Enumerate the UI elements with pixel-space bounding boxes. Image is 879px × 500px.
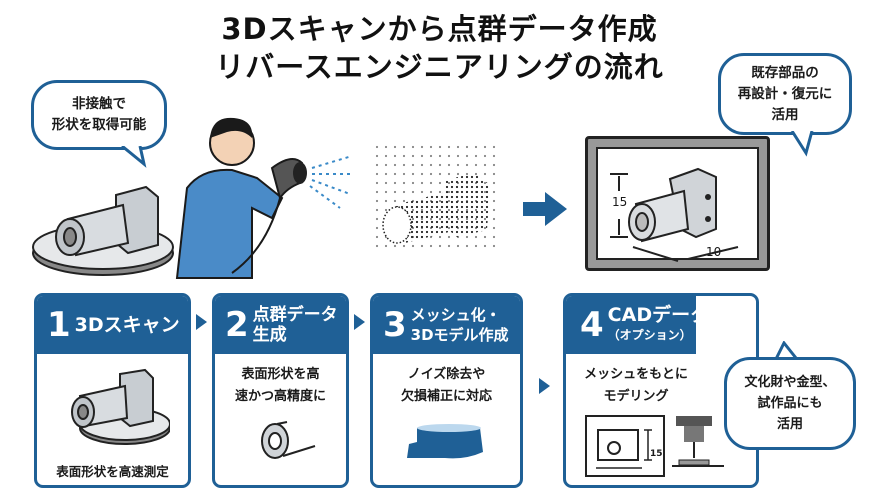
dimension-height: 15	[612, 195, 628, 209]
title-line1: 3Dスキャンから点群データ作成	[221, 12, 658, 46]
cad-and-machining-illustration	[585, 415, 724, 477]
step-subtitle: （オプション）	[607, 328, 692, 342]
part-on-turntable-illustration	[32, 185, 174, 276]
arrow-right-icon	[539, 378, 550, 394]
bubble-tail	[121, 146, 147, 168]
cad-drawing	[610, 167, 739, 262]
bubble-text: 非接触で	[72, 96, 126, 112]
tape-roll-icon	[261, 421, 316, 459]
bubble-applications: 文化財や金型、 試作品にも 活用	[724, 357, 856, 450]
dimension-width: 10	[706, 245, 722, 259]
bubble-text: 活用	[776, 417, 803, 432]
step-title: メッシュ化・	[410, 306, 501, 324]
step-desc: 表面形状を高速測定	[56, 464, 169, 479]
bubble-text: 文化財や金型、	[744, 375, 836, 390]
step-desc: 表面形状を高	[241, 367, 320, 382]
step-desc: メッシュをもとに	[584, 367, 688, 382]
arrow-right-icon	[354, 314, 365, 330]
step-number: 4	[580, 305, 604, 345]
part-illustration	[71, 368, 170, 445]
step-desc: モデリング	[603, 389, 669, 404]
step-number: 3	[383, 305, 407, 345]
point-cloud-illustration	[370, 140, 500, 250]
bubble-tail	[790, 131, 814, 157]
bubble-text: 既存部品の	[751, 64, 819, 81]
arrow-right-icon	[196, 314, 207, 330]
bubble-redesign: 既存部品の 再設計・復元に 活用	[718, 53, 852, 135]
step-number: 2	[225, 305, 249, 345]
step-title: 点群データ	[252, 305, 338, 325]
bubble-text: 形状を取得可能	[51, 117, 147, 133]
person-scanning-illustration	[175, 117, 354, 279]
step-desc: ノイズ除去や	[407, 367, 486, 382]
mesh-model-illustration	[407, 424, 483, 459]
step-title: 生成	[252, 325, 287, 345]
arrow-right-icon	[523, 192, 567, 226]
bubble-text: 活用	[771, 106, 799, 123]
monitor: 15 10	[585, 136, 770, 271]
bubble-text: 試作品にも	[757, 396, 823, 411]
step-desc: 速かつ高精度に	[234, 389, 326, 404]
step-title: 3Dスキャン	[74, 314, 180, 336]
title-line2: リバースエンジニアリングの流れ	[215, 50, 664, 84]
step-title: CADデータ化	[607, 304, 729, 326]
dimension-label: 15	[650, 449, 663, 459]
step-title: 3Dモデル作成	[410, 326, 509, 344]
bubble-non-contact: 非接触で 形状を取得可能	[31, 80, 167, 150]
step-desc: 欠損補正に対応	[400, 389, 492, 404]
bubble-text: 再設計・復元に	[737, 85, 833, 102]
monitor-screen: 15 10	[596, 147, 759, 262]
step-number: 1	[47, 305, 71, 345]
